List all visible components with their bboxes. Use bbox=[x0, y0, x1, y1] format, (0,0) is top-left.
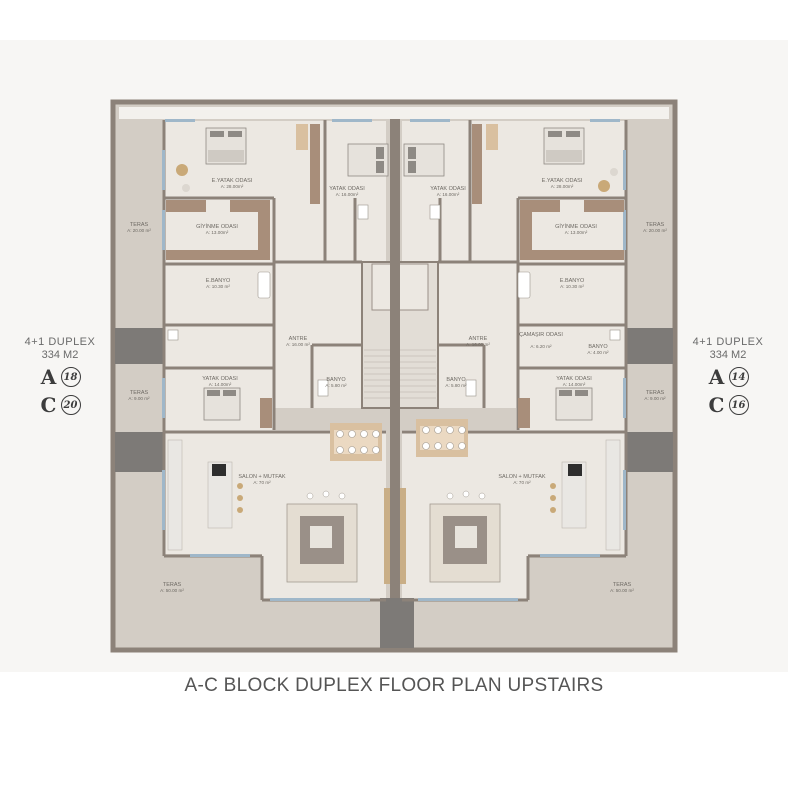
unit-number-badge: 14 bbox=[728, 367, 749, 387]
right-upper-floor bbox=[402, 121, 626, 271]
party-wall bbox=[390, 119, 400, 599]
room-area: A: 6.20 m² bbox=[530, 344, 552, 349]
left-divider-panel bbox=[384, 488, 390, 584]
room-area: A: 13.00m² bbox=[206, 230, 229, 235]
bed-left-second bbox=[347, 143, 389, 177]
bath-fixtures bbox=[167, 204, 621, 397]
left-unit-info: 4+1 DUPLEX 334 M2 A 18 C 20 bbox=[22, 336, 98, 417]
room-label: YATAK ODASI bbox=[430, 186, 466, 192]
room-label: TERAS bbox=[130, 222, 149, 228]
left-unit-row-a: A 18 bbox=[22, 365, 98, 389]
room-label: E.YATAK ODASI bbox=[212, 178, 253, 184]
room-area: A: 50.00 m² bbox=[160, 588, 184, 593]
right-side-block-2 bbox=[625, 432, 673, 472]
left-side-block-2 bbox=[115, 432, 163, 472]
kitchen-left bbox=[167, 439, 243, 551]
room-area: A: 10.30 m² bbox=[560, 284, 584, 289]
room-label: YATAK ODASI bbox=[556, 376, 592, 382]
room-label: E.YATAK ODASI bbox=[542, 178, 583, 184]
room-area: A: 16.00 m² bbox=[286, 342, 310, 347]
room-label: BANYO bbox=[326, 377, 346, 383]
room-area: A: 70 m² bbox=[253, 480, 271, 485]
unit-number-badge: 20 bbox=[60, 395, 81, 415]
right-unit-info: 4+1 DUPLEX 334 M2 A 14 C 16 bbox=[690, 336, 766, 417]
left-unit-type: 4+1 DUPLEX bbox=[24, 336, 96, 348]
kitchen-right bbox=[550, 439, 621, 551]
room-area: A: 20.00 m² bbox=[127, 228, 151, 233]
room-area: A: 50.00 m² bbox=[610, 588, 634, 593]
room-area: A: 14.00m² bbox=[563, 382, 586, 387]
right-unit-type: 4+1 DUPLEX bbox=[692, 336, 764, 348]
room-area: A: 28.00m² bbox=[551, 184, 574, 189]
room-label: YATAK ODASI bbox=[329, 186, 365, 192]
bed-right-third bbox=[555, 387, 593, 421]
bedroom-accessories bbox=[176, 124, 618, 192]
room-area: A: 5.80 m² bbox=[325, 383, 347, 388]
room-label: ÇAMAŞIR ODASI bbox=[519, 332, 563, 338]
room-area: A: 28.00m² bbox=[221, 184, 244, 189]
block-letter: C bbox=[40, 393, 57, 417]
room-area: A: 14.00m² bbox=[209, 382, 232, 387]
bottom-core-block bbox=[380, 598, 414, 648]
room-area: A: 9.00 m² bbox=[644, 396, 666, 401]
right-unit-row-a: A 14 bbox=[690, 365, 766, 389]
right-side-block-1 bbox=[625, 328, 673, 364]
room-label: SALON + MUTFAK bbox=[238, 474, 286, 480]
left-side-block-1 bbox=[115, 328, 163, 364]
room-label: E.BANYO bbox=[206, 278, 231, 284]
plan-caption: A-C BLOCK DUPLEX FLOOR PLAN UPSTAIRS bbox=[184, 675, 604, 696]
left-unit-area: 334 M2 bbox=[41, 349, 79, 361]
room-label: GİYİNME ODASI bbox=[555, 223, 597, 230]
room-area: A: 16.00 m² bbox=[466, 342, 490, 347]
block-letter: A bbox=[40, 365, 57, 389]
room-area: A: 16.00m² bbox=[437, 192, 460, 197]
bed-right-second bbox=[403, 143, 445, 177]
bed-left-master bbox=[205, 127, 247, 165]
room-area: A: 20.00 m² bbox=[643, 228, 667, 233]
room-label: TERAS bbox=[646, 390, 665, 396]
top-parapet bbox=[119, 107, 669, 119]
room-area: A: 5.80 m² bbox=[445, 383, 467, 388]
room-area: A: 4.00 m² bbox=[587, 350, 609, 355]
room-area: A: 9.00 m² bbox=[128, 396, 150, 401]
room-area: A: 70 m² bbox=[513, 480, 531, 485]
left-unit-row-c: C 20 bbox=[22, 393, 98, 417]
sofa-left bbox=[286, 490, 358, 583]
room-label: YATAK ODASI bbox=[202, 376, 238, 382]
unit-number-badge: 16 bbox=[728, 395, 749, 415]
bed-left-third bbox=[203, 387, 241, 421]
bed-right-master bbox=[543, 127, 585, 165]
wardrobes bbox=[166, 124, 624, 428]
outer-wall bbox=[110, 99, 678, 653]
right-unit-area: 334 M2 bbox=[709, 349, 747, 361]
right-unit-row-c: C 16 bbox=[690, 393, 766, 417]
room-area: A: 13.00m² bbox=[565, 230, 588, 235]
unit-number-badge: 18 bbox=[60, 367, 81, 387]
right-divider-panel bbox=[400, 488, 406, 584]
block-letter: C bbox=[708, 393, 725, 417]
sofa-right bbox=[429, 490, 501, 583]
room-area: A: 16.00m² bbox=[336, 192, 359, 197]
room-label: SALON + MUTFAK bbox=[498, 474, 546, 480]
room-label: BANYO bbox=[446, 377, 466, 383]
room-label: TERAS bbox=[646, 222, 665, 228]
dining-left bbox=[330, 423, 382, 461]
block-letter: A bbox=[708, 365, 725, 389]
room-label: ANTRE bbox=[289, 336, 308, 342]
room-label: GİYİNME ODASI bbox=[196, 223, 238, 230]
room-label: TERAS bbox=[130, 390, 149, 396]
dining-right bbox=[416, 419, 468, 457]
room-label: BANYO bbox=[588, 344, 608, 350]
room-label: E.BANYO bbox=[560, 278, 585, 284]
windows bbox=[162, 119, 626, 601]
room-area: A: 10.30 m² bbox=[206, 284, 230, 289]
room-label: TERAS bbox=[163, 582, 182, 588]
room-label: TERAS bbox=[613, 582, 632, 588]
room-label: ANTRE bbox=[469, 336, 488, 342]
